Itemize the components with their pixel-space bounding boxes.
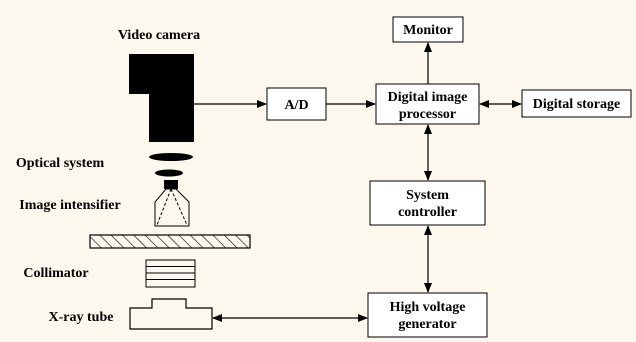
system-controller-line2: controller (398, 205, 457, 220)
image-intensifier-label: Image intensifier (19, 198, 120, 213)
xray-tube (129, 298, 213, 330)
digital-image-processor-block: Digital image processor (375, 83, 480, 125)
digital-storage-label: Digital storage (533, 97, 620, 112)
optical-system-label: Optical system (16, 156, 105, 171)
xray-tube-label: X-ray tube (49, 310, 114, 325)
patient-table (89, 234, 251, 249)
optical-system (149, 153, 193, 177)
video-camera-label: Video camera (118, 28, 200, 43)
system-controller-line1: System (406, 188, 449, 203)
system-controller-block: System controller (369, 180, 486, 226)
hv-generator-line2: generator (398, 317, 456, 332)
video-camera (129, 54, 194, 142)
dip-label-line2: processor (399, 107, 456, 122)
collimator-label: Collimator (23, 266, 88, 281)
collimator (145, 259, 196, 288)
image-intensifier (154, 180, 190, 227)
high-voltage-generator-block: High voltage generator (367, 292, 488, 338)
monitor-label: Monitor (403, 23, 453, 38)
hv-generator-line1: High voltage (390, 300, 466, 315)
ad-converter-block: A/D (266, 87, 327, 121)
monitor-block: Monitor (392, 16, 464, 43)
dip-label-line1: Digital image (388, 90, 468, 105)
digital-storage-block: Digital storage (521, 89, 632, 118)
ad-label: A/D (284, 98, 308, 113)
